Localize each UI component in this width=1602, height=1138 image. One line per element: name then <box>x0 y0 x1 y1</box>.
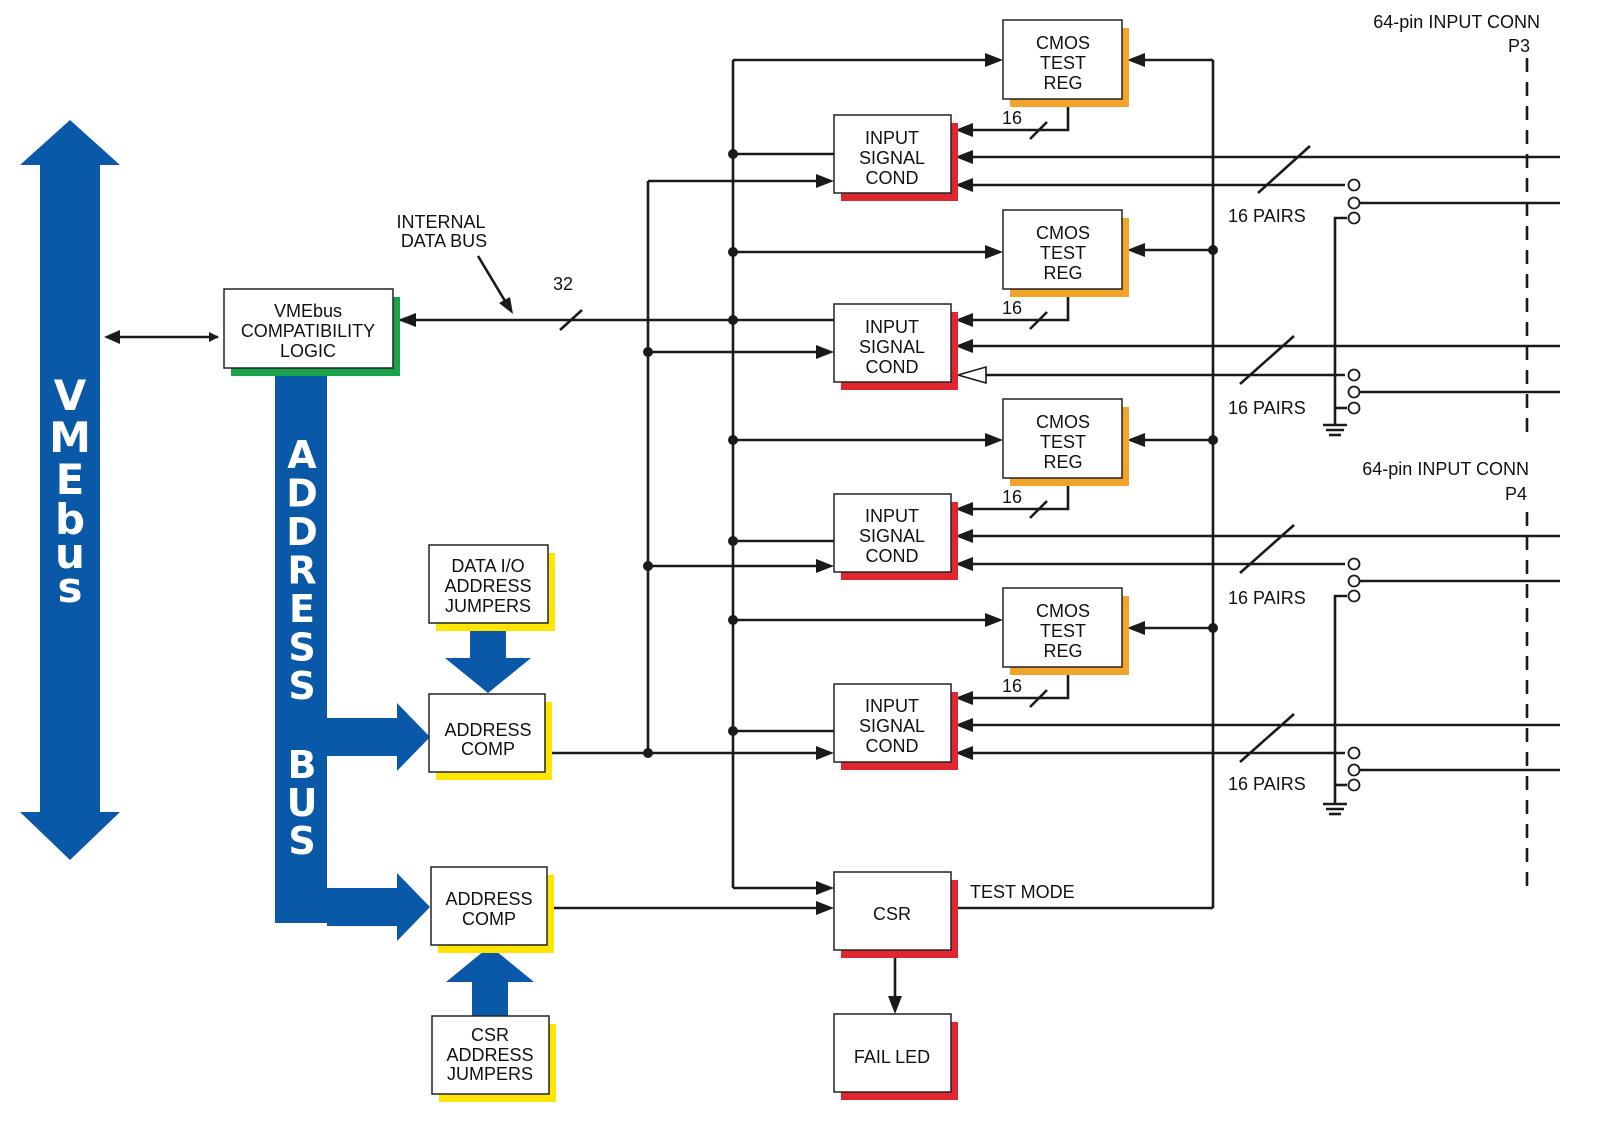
csr-label: CSR <box>873 904 911 924</box>
addr-comp-2-line1: ADDRESS <box>445 889 532 909</box>
csr-jumper-arrow <box>446 946 534 1016</box>
cmos-test-reg-3: CMOS TEST REG <box>1002 398 1129 486</box>
isc-4-line1: INPUT <box>865 696 919 716</box>
address-bus-letter: A <box>287 433 317 477</box>
csr-jumpers-line2: ADDRESS <box>446 1045 533 1065</box>
cmos-test-reg-4: CMOS TEST REG <box>1002 587 1129 675</box>
junction-dots <box>643 149 1218 758</box>
vme-link-arrow-left <box>104 330 120 344</box>
cmos-test-reg-1: CMOS TEST REG <box>1002 19 1129 107</box>
pairs-label-2: 16 PAIRS <box>1228 398 1306 418</box>
addr-comp-1-line2: COMP <box>461 739 515 759</box>
internal-bus-label-line1: INTERNAL <box>396 212 485 232</box>
csr-jumpers-line3: JUMPERS <box>447 1064 533 1084</box>
isc-2-line3: COND <box>866 357 919 377</box>
vmebus-label-e: E <box>56 455 85 504</box>
isc-4-line2: SIGNAL <box>859 716 925 736</box>
address-bus-letter: D <box>286 510 318 554</box>
cmos-4-line2: TEST <box>1040 621 1086 641</box>
vmebus-label-b: b <box>55 495 85 544</box>
fail-led-block: FAIL LED <box>833 1013 958 1100</box>
cmos-1-line3: REG <box>1043 73 1082 93</box>
isc-4-line3: COND <box>866 736 919 756</box>
isc-3-line2: SIGNAL <box>859 526 925 546</box>
isc-1-line2: SIGNAL <box>859 148 925 168</box>
isc-1-line3: COND <box>866 168 919 188</box>
vme-logic-line3: LOGIC <box>280 341 336 361</box>
data-io-jumper-arrow <box>445 623 531 693</box>
cmos-1-line1: CMOS <box>1036 33 1090 53</box>
vmebus-label-s: s <box>58 563 83 612</box>
cmos-2-line3: REG <box>1043 263 1082 283</box>
input-signal-cond-2: INPUT SIGNAL COND <box>833 303 958 390</box>
address-bus-letter: B <box>288 743 317 787</box>
connector-p3-id: P3 <box>1508 36 1530 56</box>
pin-terminals <box>1347 178 1361 792</box>
cmos-4-line1: CMOS <box>1036 601 1090 621</box>
input-signal-cond-4: INPUT SIGNAL COND <box>833 683 958 770</box>
vmebus-label-m: M <box>49 413 91 462</box>
vme-logic-line1: VMEbus <box>274 301 342 321</box>
pairs-label-4: 16 PAIRS <box>1228 774 1306 794</box>
cmos-3-line3: REG <box>1043 452 1082 472</box>
addr-comp-1-line1: ADDRESS <box>444 720 531 740</box>
cmos-3-line1: CMOS <box>1036 412 1090 432</box>
vme-compat-logic-block: VMEbus COMPATIBILITY LOGIC <box>223 288 400 376</box>
vmebus-arrow: V M E b u s <box>20 120 120 860</box>
csr-jumpers-block: CSR ADDRESS JUMPERS <box>431 1015 556 1102</box>
data-io-line3: JUMPERS <box>445 596 531 616</box>
cmos-3-line2: TEST <box>1040 432 1086 452</box>
internal-bus-label-line2: DATA BUS <box>401 231 487 251</box>
address-comp-2-block: ADDRESS COMP <box>430 866 554 953</box>
address-bus-letter: S <box>288 626 315 670</box>
address-bus-letter: R <box>287 549 316 593</box>
bus16-label-2: 16 <box>1002 298 1022 318</box>
connector-p3-title: 64-pin INPUT CONN <box>1373 12 1540 32</box>
data-io-jumpers-block: DATA I/O ADDRESS JUMPERS <box>428 544 555 631</box>
vmebus-label-v: V <box>54 371 87 420</box>
cmos-2-line2: TEST <box>1040 243 1086 263</box>
isc-2-line2: SIGNAL <box>859 337 925 357</box>
vme-logic-line2: COMPATIBILITY <box>241 321 375 341</box>
addr-comp-2-line2: COMP <box>462 909 516 929</box>
csr-block: CSR <box>833 871 958 958</box>
address-bus-letter: D <box>286 472 318 516</box>
isc-3-line1: INPUT <box>865 506 919 526</box>
pairs-label-3: 16 PAIRS <box>1228 588 1306 608</box>
isc-3-line3: COND <box>866 546 919 566</box>
internal-bus-width: 32 <box>553 274 573 294</box>
data-io-line1: DATA I/O <box>451 556 524 576</box>
bus16-label-3: 16 <box>1002 487 1022 507</box>
input-signal-cond-1: INPUT SIGNAL COND <box>833 114 958 201</box>
vmebus-label-u: u <box>55 529 85 578</box>
csr-jumpers-line1: CSR <box>471 1025 509 1045</box>
address-bus-letter: S <box>288 664 315 708</box>
test-mode-label: TEST MODE <box>970 882 1075 902</box>
address-comp-1-block: ADDRESS COMP <box>428 693 552 780</box>
data-io-line2: ADDRESS <box>444 576 531 596</box>
cmos-2-line1: CMOS <box>1036 223 1090 243</box>
bus16-label-4: 16 <box>1002 676 1022 696</box>
cmos-1-line2: TEST <box>1040 53 1086 73</box>
cmos-4-line3: REG <box>1043 641 1082 661</box>
pairs-label-1: 16 PAIRS <box>1228 206 1306 226</box>
address-bus-letter: S <box>288 819 315 863</box>
wiring <box>398 53 1560 1014</box>
input-signal-cond-3: INPUT SIGNAL COND <box>833 493 958 580</box>
connector-p4-title: 64-pin INPUT CONN <box>1362 459 1529 479</box>
bus16-label-1: 16 <box>1002 108 1022 128</box>
isc-2-line1: INPUT <box>865 317 919 337</box>
isc-1-line1: INPUT <box>865 128 919 148</box>
cmos-test-reg-2: CMOS TEST REG <box>1002 209 1129 297</box>
fail-led-label: FAIL LED <box>854 1047 930 1067</box>
address-bus-letter: E <box>289 587 315 631</box>
connector-p4-id: P4 <box>1505 484 1527 504</box>
address-bus-letter: U <box>287 781 318 825</box>
